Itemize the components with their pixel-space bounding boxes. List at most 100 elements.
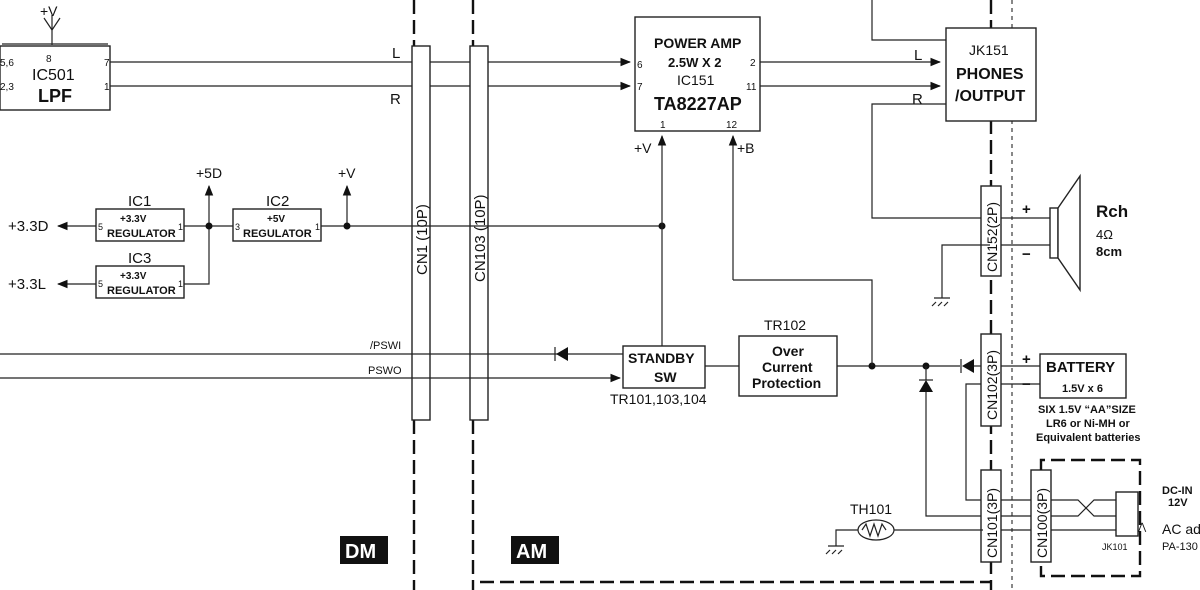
dcin-wiring: ⋀ JK101 DC-IN 12V AC ad PA-130 — [1001, 458, 1200, 578]
ic2-regulator: IC2 +5V REGULATOR 3 1 — [232, 193, 322, 242]
power-switch-signals: /PSWI PSWO — [0, 340, 624, 383]
section-dm-text: DM — [345, 541, 376, 563]
ic3-volt: +3.3V — [120, 271, 147, 282]
th101-thermistor: TH101 — [825, 501, 983, 555]
battery-minus: − — [1022, 376, 1031, 393]
ic501-vplus-label: +V — [40, 3, 58, 19]
ic2-name: IC2 — [266, 193, 289, 210]
speaker-minus: − — [1022, 246, 1031, 263]
cn102-connector: CN102(3P) — [980, 333, 1002, 427]
standby-transistors: TR101,103,104 — [610, 391, 707, 407]
ic501-pin7: 7 — [104, 58, 110, 69]
ic151-vplus: +V — [634, 140, 652, 156]
ic2-pin1: 1 — [315, 222, 320, 232]
ic151-pin1: 1 — [660, 120, 666, 131]
ic151-name: IC151 — [677, 72, 715, 88]
ic501-pin8: 8 — [46, 54, 52, 65]
ic501-function: LPF — [38, 86, 72, 106]
cn101-connector: CN101(3P) — [980, 469, 1002, 563]
ic151-pin12: 12 — [726, 120, 738, 131]
dcin-ac: AC ad — [1162, 521, 1200, 537]
speaker-size: 8cm — [1096, 244, 1122, 259]
battery-note3: Equivalent batteries — [1036, 432, 1141, 444]
ic151-part: TA8227AP — [654, 94, 742, 114]
ic501-lpf-block: +V 8 5,6 2,3 7 1 IC501 LPF — [0, 3, 111, 111]
ic1-func: REGULATOR — [107, 228, 176, 240]
audio-lines: L R — [110, 45, 632, 108]
section-am-text: AM — [516, 541, 547, 563]
ic501-pin56: 5,6 — [0, 58, 14, 69]
signal-pswo: PSWO — [368, 365, 402, 377]
ic151-pin7: 7 — [637, 82, 643, 93]
battery-note2: LR6 or Ni-MH or — [1046, 418, 1130, 430]
ic151-pin2: 2 — [750, 58, 756, 69]
ic3-pin1: 1 — [178, 279, 183, 289]
cn103-label: CN103 (10P) — [472, 194, 489, 282]
standby-label2: SW — [654, 369, 677, 385]
ic501-pin23: 2,3 — [0, 82, 14, 93]
cn1-connector: CN1 (10P) — [411, 45, 431, 421]
supply-wiring — [705, 134, 1040, 517]
cn103-connector: CN103 (10P) — [469, 45, 489, 421]
cn100-connector: CN100(3P) — [1030, 469, 1052, 563]
out-l-label: L — [914, 47, 922, 64]
battery-spec: 1.5V x 6 — [1062, 383, 1103, 395]
ic1-volt: +3.3V — [120, 214, 147, 225]
ic3-pin5: 5 — [98, 279, 103, 289]
jk151-func1: PHONES — [956, 66, 1024, 83]
speaker-name: Rch — [1096, 202, 1128, 221]
battery-plus: + — [1022, 351, 1031, 368]
rail-3v3d: +3.3D — [8, 218, 49, 235]
standby-label1: STANDBY — [628, 350, 695, 366]
cn101-label: CN101(3P) — [984, 488, 1000, 558]
line-r-label: R — [390, 91, 401, 108]
standby-switch: STANDBY SW TR101,103,104 — [610, 345, 707, 407]
speaker-rch: + − Rch 4Ω 8cm — [931, 173, 1128, 307]
th101-label: TH101 — [850, 501, 892, 517]
battery-note1: SIX 1.5V “AA”SIZE — [1038, 404, 1136, 416]
cn102-label: CN102(3P) — [984, 350, 1000, 420]
ocp-label3: Protection — [752, 375, 821, 391]
ic151-pin6: 6 — [637, 60, 643, 71]
out-r-label: R — [912, 91, 923, 108]
battery-block: BATTERY 1.5V x 6 + − SIX 1.5V “AA”SIZE L… — [1022, 351, 1141, 444]
rail-v: +V — [338, 165, 356, 181]
amp-output-lines: L R — [760, 0, 990, 219]
line-l-label: L — [392, 45, 400, 62]
ic1-name: IC1 — [128, 193, 151, 210]
ic151-power-amp: POWER AMP 2.5W X 2 IC151 TA8227AP 6 7 2 … — [634, 16, 761, 156]
ic151-title: POWER AMP — [654, 35, 741, 51]
ocp-label1: Over — [772, 343, 804, 359]
jk151-name: JK151 — [969, 42, 1009, 58]
ocp-transistor: TR102 — [764, 317, 806, 333]
speaker-plus: + — [1022, 201, 1031, 218]
ic501-name: IC501 — [32, 67, 75, 84]
ic2-func: REGULATOR — [243, 228, 312, 240]
regulator-wiring: +3.3D +3.3L +5D +V — [8, 134, 667, 346]
rail-5d: +5D — [196, 165, 222, 181]
ic3-regulator: IC3 +3.3V REGULATOR 5 1 — [95, 250, 185, 299]
dcin-pa: PA-130 — [1162, 541, 1198, 553]
ic2-volt: +5V — [267, 214, 285, 225]
ic1-regulator: IC1 +3.3V REGULATOR 5 1 — [95, 193, 185, 242]
rail-3v3l: +3.3L — [8, 276, 46, 293]
ic151-bplus: +B — [737, 140, 755, 156]
cn152-connector: CN152(2P) — [980, 185, 1002, 277]
dcin-jack: JK101 — [1102, 542, 1128, 552]
dcin-ac-symbol: ⋀ — [1137, 522, 1147, 533]
ic151-spec: 2.5W X 2 — [668, 55, 721, 70]
ocp-label2: Current — [762, 359, 813, 375]
ic151-pin11: 11 — [746, 82, 757, 93]
jk151-func2: /OUTPUT — [955, 88, 1025, 105]
ic501-pin1: 1 — [104, 82, 110, 93]
ic3-name: IC3 — [128, 250, 151, 267]
cn1-label: CN1 (10P) — [414, 204, 431, 275]
ic1-pin1: 1 — [178, 222, 183, 232]
over-current-protection: TR102 Over Current Protection — [738, 317, 838, 397]
speaker-impedance: 4Ω — [1096, 227, 1113, 242]
jk151-phones-output: JK151 PHONES /OUTPUT — [945, 27, 1037, 122]
ic2-pin3: 3 — [235, 222, 240, 232]
signal-pswi: /PSWI — [370, 340, 401, 352]
